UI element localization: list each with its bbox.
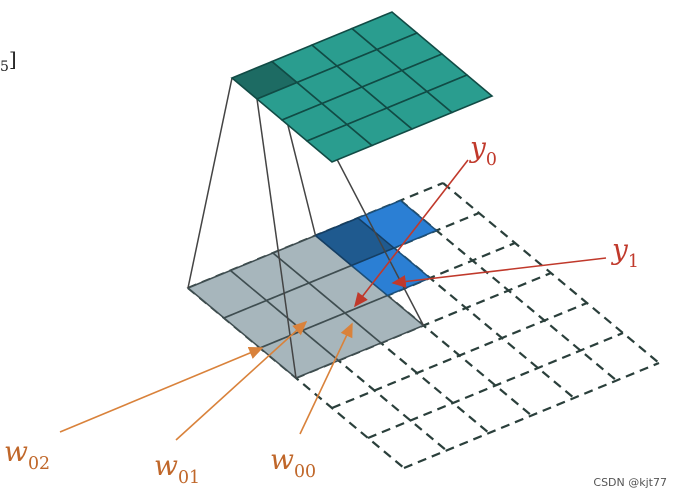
label-y1: y1 [612, 233, 639, 272]
input-grid-line [403, 361, 660, 470]
arrow-w00 [299, 322, 353, 435]
label-w01: w01 [154, 449, 201, 488]
output-feature-map [230, 11, 494, 163]
input-grid-line [367, 331, 624, 440]
kernel-3x3 [186, 234, 425, 379]
corner-text-fragment: 5] [0, 47, 17, 75]
input-grid-line [442, 182, 660, 364]
blue-cell-overlap [314, 217, 396, 267]
watermark: CSDN @kjt77 [593, 476, 667, 489]
arrow-w02 [59, 347, 264, 433]
projection-line [256, 98, 297, 379]
arrow-y1 [391, 257, 607, 288]
output-cell [425, 74, 494, 114]
projection-line [187, 77, 233, 289]
label-y0: y0 [470, 131, 497, 170]
arrow-w01 [175, 320, 308, 441]
arrow-y0 [354, 159, 469, 308]
label-w02: w02 [4, 435, 51, 474]
label-w00: w00 [270, 443, 317, 482]
